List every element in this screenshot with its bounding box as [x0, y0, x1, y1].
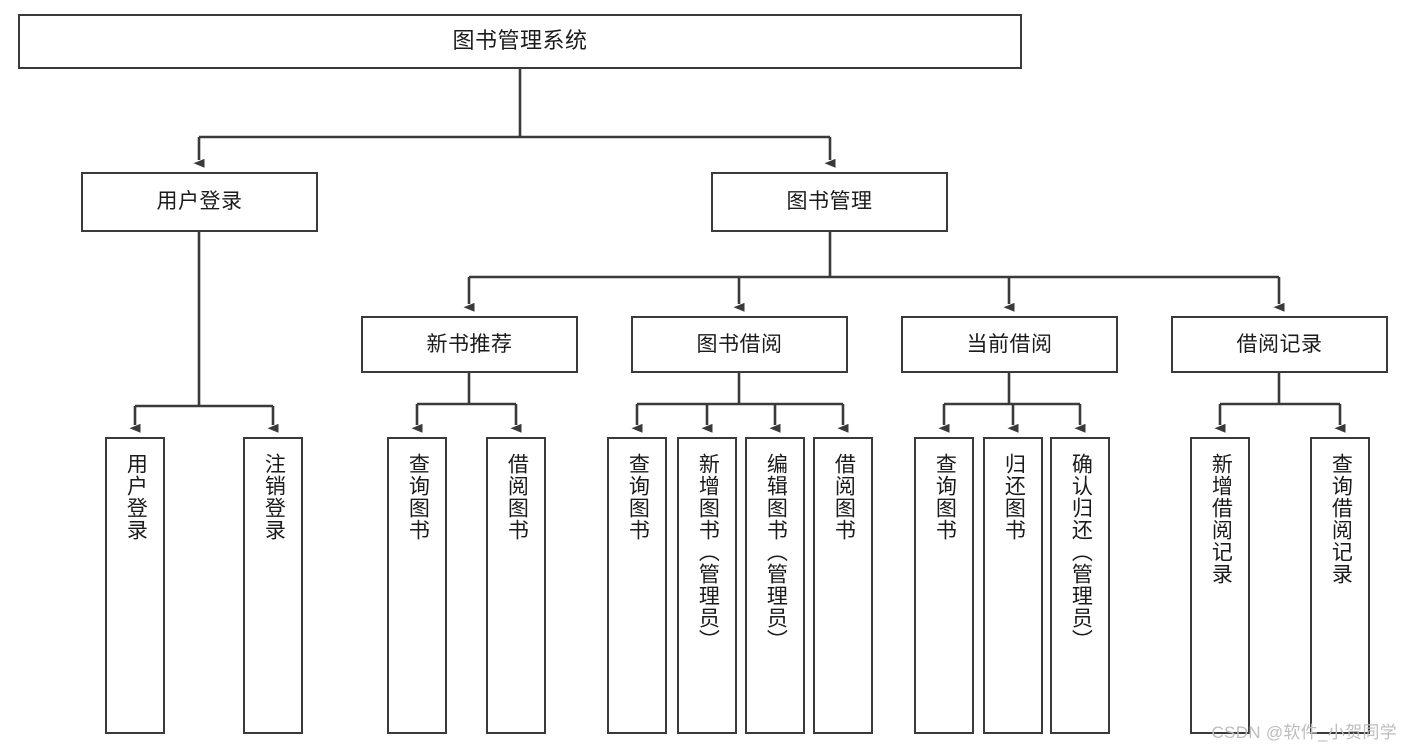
leaf-add-borrow-record-label: 新增借阅记录 [1209, 453, 1233, 585]
node-borrow-record-label: 借阅记录 [1236, 332, 1323, 356]
node-new-book-recommend[interactable]: 新书推荐 [361, 316, 578, 373]
leaf-query-book-current-label: 查询图书 [933, 453, 957, 541]
leaf-query-book-borrow-label: 查询图书 [626, 453, 650, 541]
node-book-borrow-label: 图书借阅 [696, 332, 783, 356]
leaf-borrow-book-recommend[interactable]: 借阅图书 [486, 437, 546, 734]
node-user-login[interactable]: 用户登录 [81, 172, 318, 232]
leaf-return-book-label: 归还图书 [1002, 453, 1026, 541]
leaf-add-borrow-record[interactable]: 新增借阅记录 [1190, 437, 1250, 734]
node-current-borrow[interactable]: 当前借阅 [901, 316, 1118, 373]
node-book-management[interactable]: 图书管理 [711, 172, 948, 232]
leaf-query-book-recommend-label: 查询图书 [406, 453, 430, 541]
leaf-query-book-current[interactable]: 查询图书 [914, 437, 974, 734]
leaf-logout-label: 注销登录 [262, 453, 286, 541]
leaf-query-borrow-record-label: 查询借阅记录 [1329, 453, 1353, 585]
leaf-logout[interactable]: 注销登录 [243, 437, 303, 734]
leaf-user-login-label: 用户登录 [124, 453, 148, 541]
leaf-query-book-recommend[interactable]: 查询图书 [387, 437, 447, 734]
leaf-query-borrow-record[interactable]: 查询借阅记录 [1310, 437, 1370, 734]
leaf-add-book-admin-label: 新增图书（管理员） [696, 453, 720, 651]
leaf-user-login[interactable]: 用户登录 [105, 437, 165, 734]
node-book-management-label: 图书管理 [786, 190, 873, 214]
leaf-confirm-return-admin[interactable]: 确认归还（管理员） [1050, 437, 1110, 734]
node-book-borrow[interactable]: 图书借阅 [631, 316, 848, 373]
leaf-return-book[interactable]: 归还图书 [983, 437, 1043, 734]
node-current-borrow-label: 当前借阅 [966, 332, 1053, 356]
node-new-book-recommend-label: 新书推荐 [426, 332, 513, 356]
leaf-borrow-book[interactable]: 借阅图书 [813, 437, 873, 734]
leaf-borrow-book-recommend-label: 借阅图书 [505, 453, 529, 541]
leaf-add-book-admin[interactable]: 新增图书（管理员） [677, 437, 737, 734]
leaf-query-book-borrow[interactable]: 查询图书 [607, 437, 667, 734]
leaf-confirm-return-admin-label: 确认归还（管理员） [1069, 453, 1093, 651]
leaf-borrow-book-label: 借阅图书 [832, 453, 856, 541]
watermark: CSDN @软件_小贺同学 [1211, 723, 1397, 742]
leaf-edit-book-admin-label: 编辑图书（管理员） [764, 453, 788, 651]
node-borrow-record[interactable]: 借阅记录 [1171, 316, 1388, 373]
node-user-login-label: 用户登录 [156, 190, 243, 214]
node-root-label: 图书管理系统 [452, 28, 588, 54]
node-root[interactable]: 图书管理系统 [18, 14, 1022, 69]
leaf-edit-book-admin[interactable]: 编辑图书（管理员） [745, 437, 805, 734]
